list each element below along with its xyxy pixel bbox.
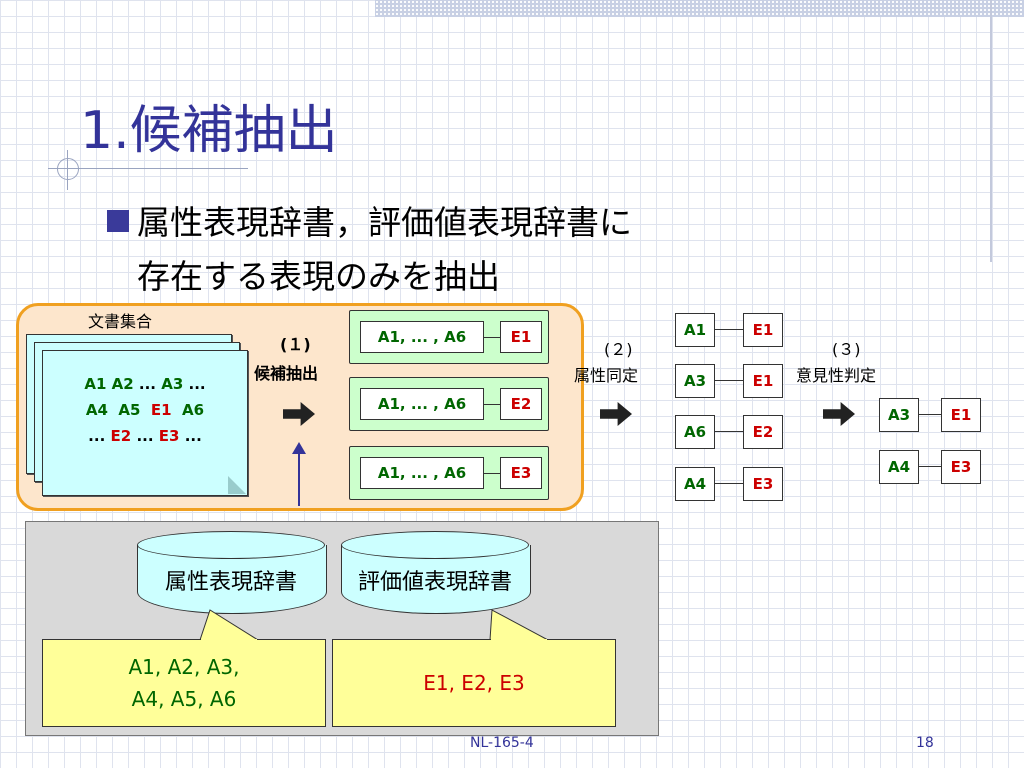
step3-number: (３): [832, 340, 861, 359]
document-content: A1 A2 ... A3 ... A4 A5 E1 A6 ... E2 ... …: [43, 371, 247, 449]
candidate-value: E2: [500, 388, 542, 420]
step3-label: 意見性判定: [796, 366, 877, 385]
connector-line: [484, 404, 500, 405]
square-bullet-icon: [107, 210, 129, 232]
attr-entries-line-1: A1, A2, A3,: [128, 655, 240, 679]
pair-value: E1: [743, 364, 783, 398]
pair-connector: [715, 431, 743, 432]
doc-line-1: A1 A2 ... A3 ...: [84, 375, 206, 393]
cylinder-top: [137, 531, 325, 559]
eval-dictionary-label: 評価値表現辞書: [357, 570, 512, 595]
candidate-value: E3: [500, 457, 542, 489]
doc-line-2: A4 A5 E1 A6: [85, 401, 205, 419]
step1-number: (１): [280, 335, 311, 354]
bullet-line-2: 存在する表現のみを抽出: [137, 257, 500, 296]
vertical-rule: [990, 0, 992, 262]
pair-value: E1: [743, 313, 783, 347]
candidate-row: A1, ... , A6 E3: [349, 446, 549, 500]
attr-entries-text: A1, A2, A3, A4, A5, A6: [43, 651, 325, 715]
pair-value: E2: [743, 415, 783, 449]
attr-entries-line-2: A4, A5, A6: [131, 687, 237, 711]
doc-line-3: ... E2 ... E3 ...: [88, 427, 202, 445]
pair-connector: [715, 380, 743, 381]
attr-dictionary-label: 属性表現辞書: [164, 570, 297, 595]
up-arrow-icon: [292, 442, 306, 454]
attr-entries-callout: A1, A2, A3, A4, A5, A6: [42, 639, 326, 727]
pair-value: E1: [941, 398, 981, 432]
pair-connector: [919, 466, 941, 467]
document-front: A1 A2 ... A3 ... A4 A5 E1 A6 ... E2 ... …: [42, 350, 248, 496]
pair-connector: [715, 329, 743, 330]
pair-attr: A4: [675, 467, 715, 501]
pair-attr: A4: [879, 450, 919, 484]
eval-entries-callout: E1, E2, E3: [332, 639, 616, 727]
candidate-attrs: A1, ... , A6: [360, 457, 484, 489]
crosshair-circle-icon: [57, 158, 79, 180]
callout-pointer: [199, 609, 260, 641]
page-fold-icon: [228, 476, 246, 494]
candidate-attrs: A1, ... , A6: [360, 388, 484, 420]
slide-title: 1.候補抽出: [80, 101, 338, 161]
pair-attr: A3: [879, 398, 919, 432]
pair-value: E3: [941, 450, 981, 484]
pair-connector: [715, 483, 743, 484]
pair-attr: A6: [675, 415, 715, 449]
bullet-line-1: 属性表現辞書，評価値表現辞書に: [137, 203, 632, 242]
pair-value: E3: [743, 467, 783, 501]
pair-attr: A1: [675, 313, 715, 347]
candidate-row: A1, ... , A6 E1: [349, 310, 549, 364]
pair-attr: A3: [675, 364, 715, 398]
footer-label: NL-165-4: [470, 735, 534, 751]
step2-label: 属性同定: [574, 366, 639, 385]
step2-number: (２): [604, 340, 633, 359]
pair-connector: [919, 414, 941, 415]
header-band: [375, 0, 1024, 17]
candidate-value: E1: [500, 321, 542, 353]
horizontal-rule: [48, 168, 248, 169]
candidate-row: A1, ... , A6 E2: [349, 377, 549, 431]
bullet-text: 属性表現辞書，評価値表現辞書に 存在する表現のみを抽出: [137, 196, 632, 304]
connector-line: [484, 473, 500, 474]
connector-line: [484, 337, 500, 338]
up-arrow-line: [298, 452, 300, 506]
page-number: 18: [916, 735, 934, 751]
callout-pointer: [489, 609, 549, 641]
doc-set-label: 文書集合: [88, 312, 153, 331]
pointer-seam: [491, 639, 547, 641]
step1-label: 候補抽出: [254, 364, 319, 383]
pointer-seam: [201, 639, 257, 641]
crosshair-line: [67, 150, 68, 190]
candidate-attrs: A1, ... , A6: [360, 321, 484, 353]
eval-entries-text: E1, E2, E3: [423, 671, 525, 695]
cylinder-top: [341, 531, 529, 559]
